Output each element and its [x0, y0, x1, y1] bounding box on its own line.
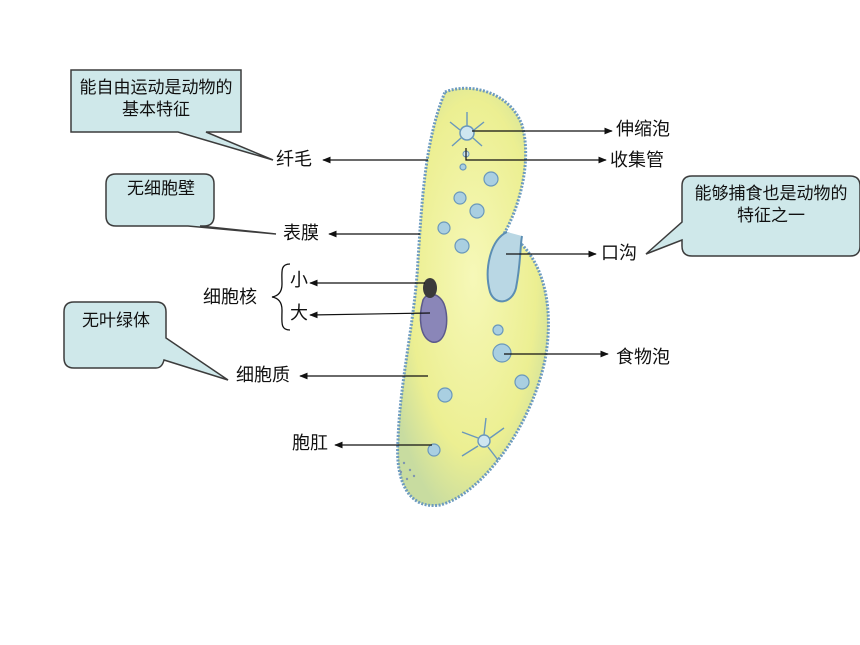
- contractile-vacuole-bottom: [461, 417, 505, 461]
- label-anal-pore: 胞肛: [292, 433, 328, 454]
- cell-outline: [396, 86, 550, 508]
- label-micronucleus: 小: [290, 270, 308, 291]
- label-nucleus: 细胞核: [203, 287, 257, 308]
- label-cilia: 纤毛: [276, 149, 312, 170]
- micronucleus-shape: [423, 278, 437, 298]
- label-macronucleus: 大: [290, 303, 308, 324]
- oral-groove-shape: [486, 231, 523, 303]
- callout-feeding-text: 能够捕食也是动物的特征之一: [694, 184, 848, 226]
- label-collecting-canal: 收集管: [610, 150, 664, 171]
- paramecium-body: [396, 86, 550, 508]
- callout-no-chloroplast-text: 无叶绿体: [82, 311, 150, 331]
- label-food-vacuole: 食物泡: [616, 347, 670, 368]
- callout-movement-text: 能自由运动是动物的基本特征: [79, 78, 233, 120]
- callout-feeding: [645, 175, 860, 257]
- macronucleus-shape: [419, 293, 448, 343]
- callout-movement: [70, 69, 274, 161]
- label-pellicle: 表膜: [283, 223, 319, 244]
- pointer-arrows: [299, 127, 613, 449]
- nuclei: [419, 278, 448, 343]
- label-oral-groove: 口沟: [601, 243, 637, 264]
- callout-no-wall-text: 无细胞壁: [127, 179, 195, 199]
- nucleus-brace: [271, 263, 291, 331]
- arrow-collecting: [465, 148, 607, 164]
- label-cytoplasm: 细胞质: [236, 365, 290, 386]
- food-vacuoles: [427, 163, 530, 457]
- callout-no-wall: [105, 173, 277, 235]
- label-contractile-vacuole: 伸缩泡: [616, 119, 670, 140]
- arrow-macronucleus: [309, 311, 431, 319]
- callout-no-chloroplast: [63, 301, 229, 381]
